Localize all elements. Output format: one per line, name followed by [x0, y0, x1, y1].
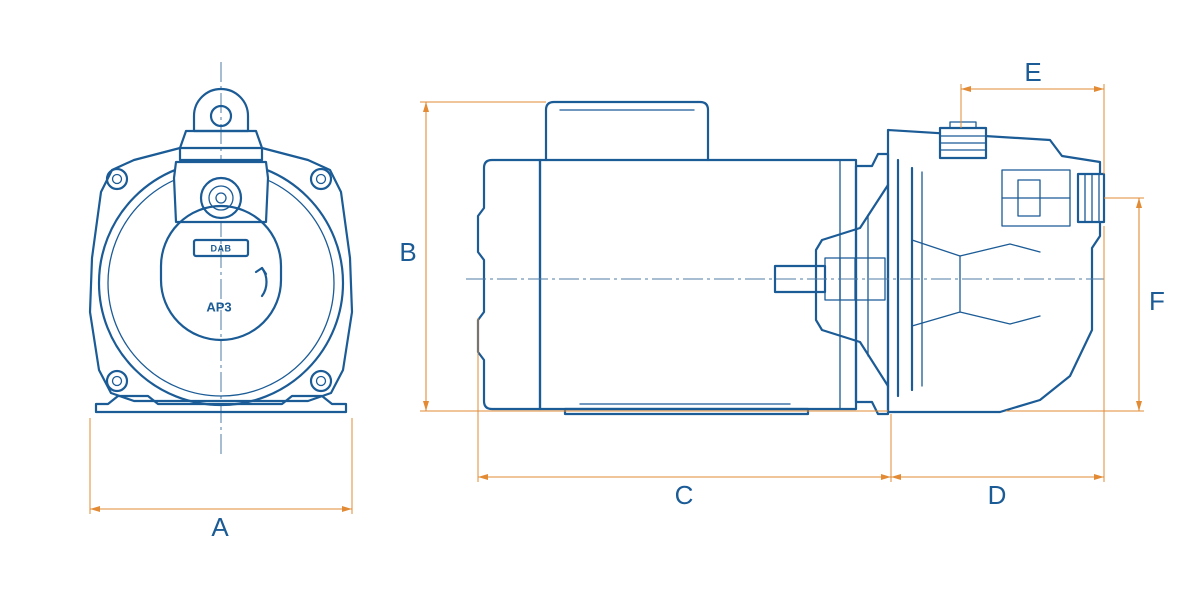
front-neck [178, 129, 264, 162]
front-brand-text: DAB [211, 243, 232, 253]
pump-side-view [466, 100, 1106, 416]
side-diffuser-top [959, 243, 1041, 257]
front-brand-badge [192, 238, 250, 258]
front-bolt-top-left [105, 167, 129, 191]
dim-f-arrow-top [1136, 198, 1142, 208]
front-bolt-bottom-left [105, 369, 129, 393]
dim-b-arrow-top [423, 102, 429, 112]
front-lifting-ring-hole [209, 104, 233, 128]
dimension-labels: A B C D E F [211, 57, 1165, 542]
dim-c-arrow-right [881, 474, 891, 480]
front-discharge-port [199, 176, 243, 220]
dim-f-arrow-bottom [1136, 401, 1142, 411]
side-impeller-cone [814, 183, 890, 388]
front-discharge-port-core [215, 192, 227, 204]
dim-e-arrow-left [961, 86, 971, 92]
side-discharge-port [1076, 172, 1106, 224]
side-motor-rear-cap [476, 158, 542, 411]
front-rotation-arrow-head [254, 266, 268, 276]
dim-a-arrow-right [342, 506, 352, 512]
front-bolt-bottom-right [309, 369, 333, 393]
front-discharge-port-inner [208, 185, 234, 211]
dim-c-arrow-left [478, 474, 488, 480]
dim-c-label: C [675, 480, 694, 510]
front-bolt-top-right [309, 167, 333, 191]
side-motor-body [538, 158, 858, 411]
dim-a-label: A [211, 512, 229, 542]
front-label-oval [159, 204, 283, 342]
dim-d-arrow-left [891, 474, 901, 480]
dim-d-arrow-right [1094, 474, 1104, 480]
side-terminal-box [544, 100, 710, 162]
dim-b-label: B [399, 237, 416, 267]
side-diffuser-bottom [959, 311, 1041, 325]
dim-e-arrow-right [1094, 86, 1104, 92]
front-housing-outline [88, 146, 354, 403]
dim-a-arrow-left [90, 506, 100, 512]
side-pump-casing [886, 128, 1102, 414]
pump-front-view: DAB AP3 [88, 62, 354, 455]
front-discharge-block [172, 160, 270, 224]
side-ejector-nozzle [1017, 179, 1041, 217]
side-impeller-vane [911, 239, 961, 327]
front-base-foot [94, 394, 348, 414]
dim-f-label: F [1149, 286, 1165, 316]
dim-b-arrow-bottom [423, 401, 429, 411]
side-ejector-body [1001, 169, 1071, 227]
dimension-lines [89, 84, 1144, 514]
side-adapter-flange [854, 152, 890, 416]
front-lifting-ring [192, 87, 250, 133]
front-model-text: AP3 [206, 299, 231, 314]
dim-d-label: D [988, 480, 1007, 510]
side-suction-port-cap [949, 121, 977, 129]
dim-e-label: E [1024, 57, 1041, 87]
